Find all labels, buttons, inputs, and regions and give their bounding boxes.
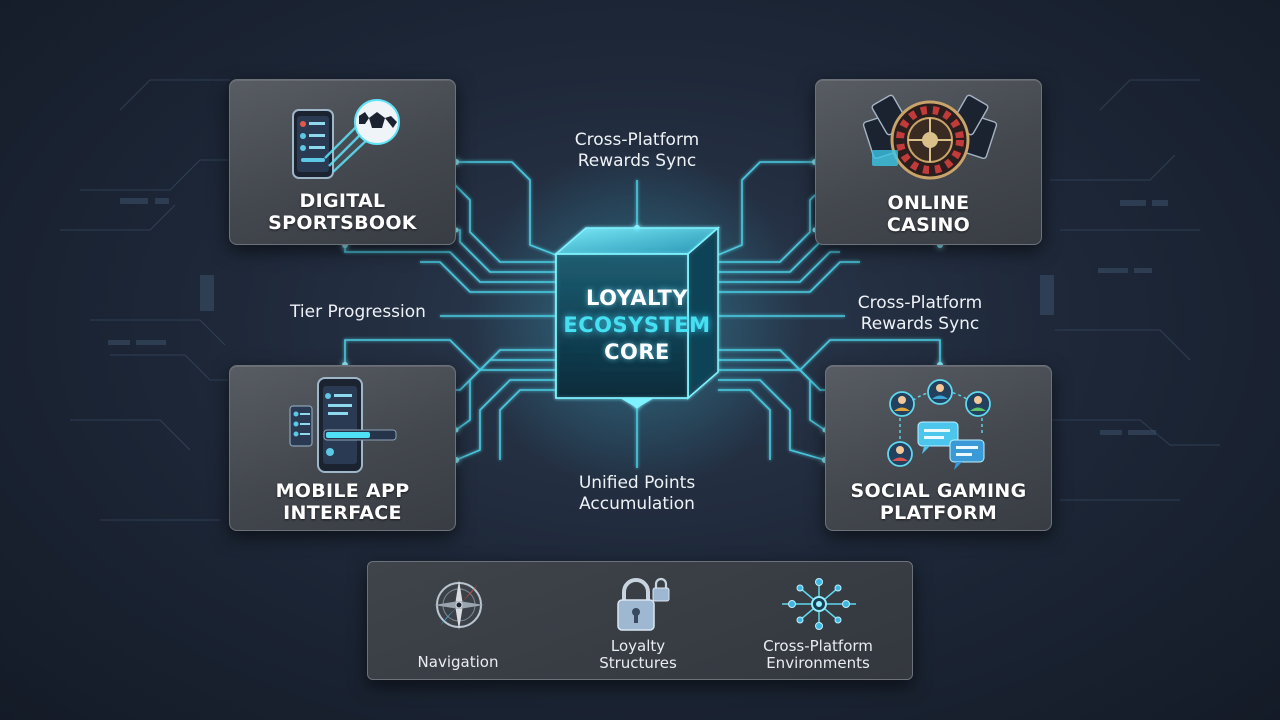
legend-label: Cross-Platform Environments (738, 638, 898, 672)
connection-label-line2: Accumulation (579, 494, 695, 514)
card-title-line1: DIGITAL (299, 190, 386, 212)
legend-label: Navigation (378, 654, 538, 671)
legend-label-line2: Structures (599, 654, 677, 672)
card-title-line2: INTERFACE (283, 502, 402, 524)
network-node-icon (782, 578, 856, 630)
core-label-line1: LOYALTY (585, 286, 689, 310)
card-title-line2: PLATFORM (879, 502, 998, 524)
faint-data-blocks (108, 198, 1168, 435)
connection-label-line1: Cross-Platform (574, 130, 700, 150)
connection-label-left: Tier Progression (270, 302, 446, 323)
core-label-line3: CORE (604, 340, 670, 364)
legend-panel: Navigation Loyalty Structures (367, 561, 913, 680)
legend-item-loyalty-structures: Loyalty Structures (558, 562, 718, 681)
card-title-line1: ONLINE (887, 192, 970, 214)
connection-label-top: Cross-Platform Rewards Sync (537, 130, 737, 172)
roulette-cards-icon (862, 94, 998, 180)
compass-icon (434, 580, 484, 630)
card-mobile-app-interface: MOBILE APP INTERFACE (229, 365, 456, 531)
connection-label-line2: Rewards Sync (577, 151, 697, 171)
card-social-gaming-platform: SOCIAL GAMING PLATFORM (825, 365, 1052, 531)
connection-label-line1: Cross-Platform (857, 293, 983, 313)
connection-label-right: Cross-Platform Rewards Sync (820, 293, 1020, 335)
card-title: SOCIAL GAMING PLATFORM (826, 480, 1051, 524)
card-title-line1: SOCIAL GAMING (850, 480, 1027, 502)
phone-soccer-ball-icon (292, 99, 400, 179)
card-title: DIGITAL SPORTSBOOK (230, 190, 455, 234)
connection-label-line1: Unified Points (578, 473, 696, 493)
card-online-casino: ONLINE CASINO (815, 79, 1042, 245)
legend-label-line2: Environments (766, 654, 870, 672)
core-cube (553, 226, 721, 408)
connection-label-line2: Rewards Sync (860, 314, 980, 334)
card-digital-sportsbook: DIGITAL SPORTSBOOK (229, 79, 456, 245)
core-label-line2: ECOSYSTEM (563, 313, 711, 337)
core-label: LOYALTY ECOSYSTEM CORE (556, 285, 718, 366)
card-title-line2: SPORTSBOOK (268, 212, 417, 234)
smartphone-menu-icon (289, 377, 397, 473)
card-title-line2: CASINO (886, 214, 971, 236)
connection-label-bottom: Unified Points Accumulation (537, 473, 737, 515)
connection-label-line1: Tier Progression (290, 302, 426, 322)
legend-label: Loyalty Structures (558, 638, 718, 672)
legend-item-navigation: Navigation (378, 562, 538, 681)
legend-item-cross-platform-environments: Cross-Platform Environments (738, 562, 898, 681)
legend-label-line1: Cross-Platform (763, 637, 873, 655)
card-title: ONLINE CASINO (816, 192, 1041, 236)
connection-traces (344, 161, 941, 468)
legend-label-line1: Loyalty (610, 637, 666, 655)
padlock-icon (617, 577, 670, 631)
users-chat-icon (887, 379, 991, 470)
legend-label-line1: Navigation (417, 653, 499, 671)
card-title-line1: MOBILE APP (275, 480, 410, 502)
card-title: MOBILE APP INTERFACE (230, 480, 455, 524)
